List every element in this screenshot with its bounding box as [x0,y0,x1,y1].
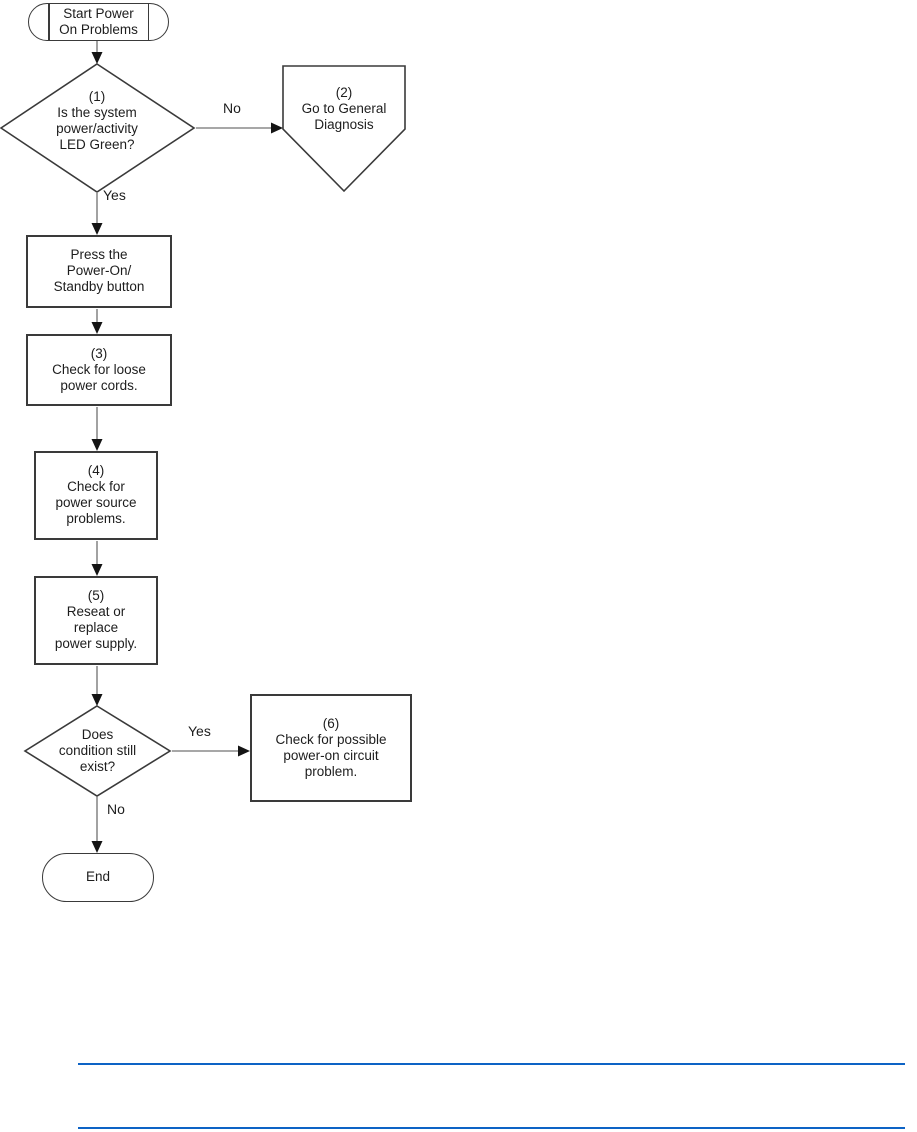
edge-label-decision1-yes: Yes [103,187,126,203]
arrowhead-to-end [91,841,103,853]
decision2-label: Does condition still exist? [58,727,137,774]
process-press-power-button [26,235,172,308]
process-step5-label: (5) Reseat or replace power supply. [54,588,138,651]
arrowhead-to-step6 [238,745,250,757]
edge-label-decision2-yes: Yes [188,723,211,739]
arrowhead-to-step3 [91,322,103,334]
process-step4-label: (4) Check for power source problems. [55,463,137,526]
arrowhead-to-step5 [91,564,103,576]
decision-diamond-condition-still-exist [23,705,172,797]
edge-label-decision1-no: No [223,100,241,116]
end-terminator-label: End [85,869,111,884]
process-step6-label: (6) Check for possible power-on circuit … [275,716,387,779]
divider-line-bottom [78,1127,905,1129]
arrowhead-to-press [91,223,103,235]
offpage-connector-shape-general-diagnosis [282,65,406,193]
start-terminator [28,3,169,41]
process-reseat-power-supply [34,576,158,665]
divider-line-top [78,1063,905,1065]
decision1-label: (1) Is the system power/activity LED Gre… [56,89,138,152]
terminator-bar-left [48,3,50,41]
offpage2-label: (2) Go to General Diagnosis [301,85,387,132]
process-press-label: Press the Power-On/ Standby button [53,247,145,294]
process-step3-label: (3) Check for loose power cords. [52,346,146,393]
process-check-power-cords [26,334,172,406]
arrowhead-to-step4 [91,439,103,451]
arrowhead-to-offpage2 [271,122,283,134]
start-terminator-label: Start Power On Problems [59,6,138,37]
terminator-bar-right [147,3,149,41]
arrowhead-to-decision1 [91,52,103,64]
edge-label-decision2-no: No [107,801,125,817]
end-terminator [42,853,154,902]
process-check-power-on-circuit [250,694,412,802]
process-check-power-source [34,451,158,540]
arrowhead-to-decision2 [91,694,103,706]
